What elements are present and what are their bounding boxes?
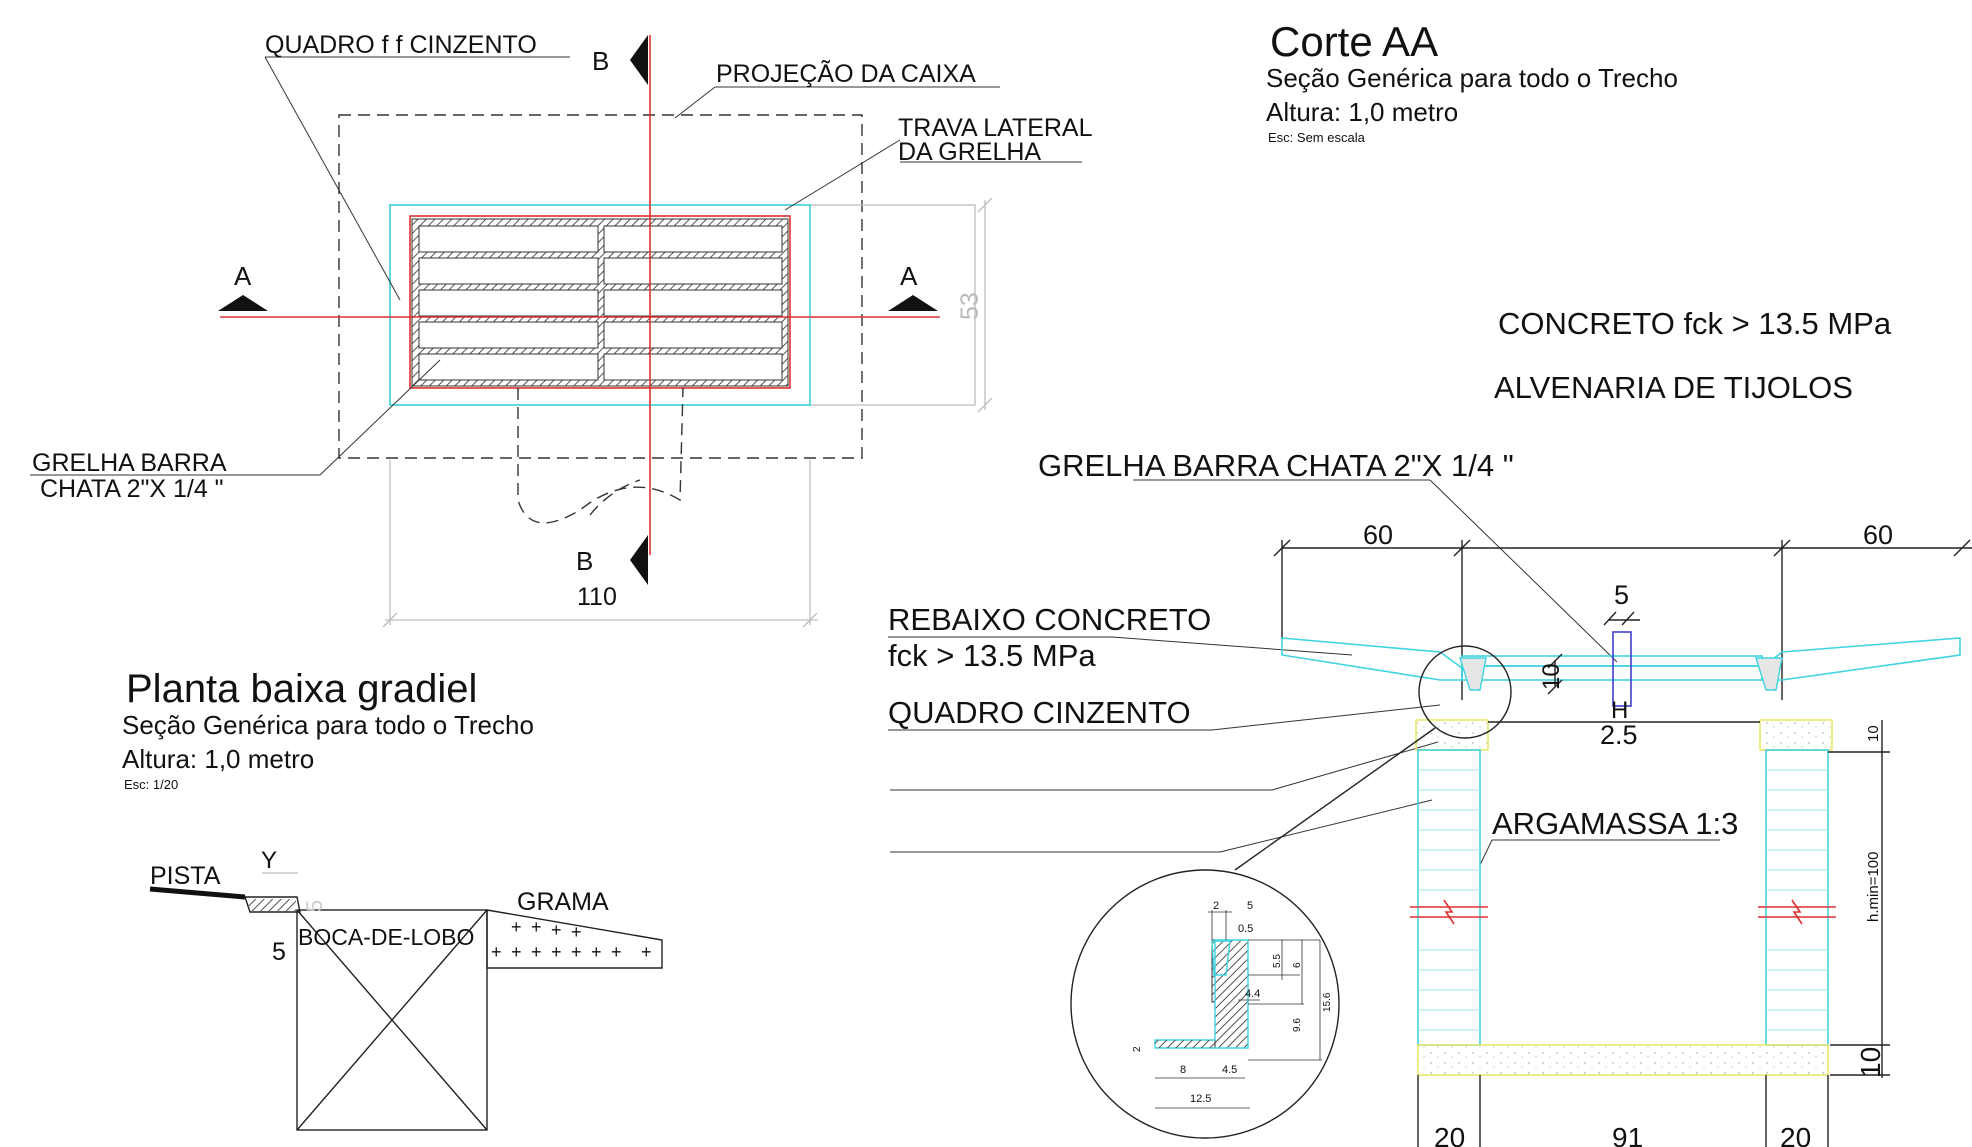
svg-text:+: + bbox=[551, 920, 562, 940]
dim-h: H bbox=[1611, 697, 1628, 724]
zoom-d15-6: 15.6 bbox=[1322, 992, 1333, 1012]
svg-text:+: + bbox=[511, 917, 522, 937]
dim-20-right: 20 bbox=[1780, 1122, 1811, 1147]
zoom-d6: 6 bbox=[1292, 962, 1303, 968]
label-projecao: PROJEÇÃO DA CAIXA bbox=[716, 59, 976, 88]
dim-20-left: 20 bbox=[1434, 1122, 1465, 1147]
dim-10-top: 10 bbox=[1865, 725, 1882, 742]
label-trava-1: TRAVA LATERAL bbox=[898, 114, 1093, 142]
grate-bar bbox=[1612, 631, 1632, 707]
svg-text:+: + bbox=[551, 942, 562, 962]
label-grelha-section: GRELHA BARRA CHATA 2"X 1/4 " bbox=[1038, 448, 1514, 483]
dim-2-5: 2.5 bbox=[1600, 720, 1638, 750]
dim-60-right: 60 bbox=[1863, 520, 1893, 550]
svg-text:+: + bbox=[571, 942, 582, 962]
section-marker-a-left bbox=[218, 295, 268, 311]
label-rebaixo-2: fck > 13.5 MPa bbox=[888, 638, 1096, 673]
svg-text:+: + bbox=[511, 942, 522, 962]
zoom-d5-5: 5.5 bbox=[1272, 954, 1283, 968]
label-argamassa: ARGAMASSA 1:3 bbox=[1492, 806, 1738, 841]
plan-dim-height: 53 bbox=[956, 292, 984, 320]
plan-scale: Esc: 1/20 bbox=[124, 777, 178, 792]
label-quadro-cinzento: QUADRO CINZENTO bbox=[888, 695, 1191, 730]
section-subtitle: Seção Genérica para todo o Trecho bbox=[1266, 63, 1678, 93]
cyan-frame bbox=[389, 204, 811, 406]
label-grama: GRAMA bbox=[517, 888, 609, 916]
label-grelha-2: CHATA 2"X 1/4 " bbox=[40, 475, 224, 503]
dim-5: 5 bbox=[272, 938, 286, 966]
section-title: Corte AA bbox=[1270, 18, 1438, 65]
box-projection bbox=[338, 114, 863, 459]
boca-de-lobo-detail: ++++ ++++ ++++ bbox=[149, 872, 663, 1131]
detail-circle-zoom bbox=[1070, 869, 1340, 1139]
zoom-d0-5: 0.5 bbox=[1238, 923, 1253, 935]
svg-text:+: + bbox=[571, 922, 582, 942]
boca-de-lobo-box bbox=[296, 909, 488, 1131]
zoom-d2: 2 bbox=[1213, 900, 1219, 912]
dim-60-left: 60 bbox=[1363, 520, 1393, 550]
dim-y-5: 5 bbox=[302, 900, 327, 912]
svg-text:+: + bbox=[611, 942, 622, 962]
base-slab bbox=[1417, 1044, 1829, 1076]
label-pista: PISTA bbox=[150, 862, 221, 890]
plan-height: Altura: 1,0 metro bbox=[122, 744, 314, 774]
section-marker-b-bottom bbox=[630, 535, 648, 585]
svg-text:+: + bbox=[491, 942, 502, 962]
dim-10-grate: 10 bbox=[1538, 663, 1565, 690]
zoom-d12-5: 12.5 bbox=[1190, 1093, 1211, 1105]
grate bbox=[411, 218, 789, 387]
dim-10-bottom: 10 bbox=[1855, 1047, 1886, 1078]
svg-text:+: + bbox=[591, 942, 602, 962]
section-b-bottom: B bbox=[576, 546, 593, 576]
zoom-d9-6: 9.6 bbox=[1292, 1018, 1303, 1032]
zoom-d4-5: 4.5 bbox=[1222, 1064, 1237, 1076]
zoom-d8: 8 bbox=[1180, 1064, 1186, 1076]
label-y: Y bbox=[261, 847, 277, 874]
label-grelha-1: GRELHA BARRA bbox=[32, 449, 227, 477]
grass-area bbox=[486, 909, 663, 969]
label-quadro-ff: QUADRO f f CINZENTO bbox=[265, 31, 537, 59]
plan-title: Planta baixa gradiel bbox=[126, 667, 477, 711]
svg-text:+: + bbox=[641, 942, 652, 962]
plan-view bbox=[30, 35, 1082, 628]
section-marker-b-top bbox=[630, 35, 648, 85]
svg-text:+: + bbox=[531, 942, 542, 962]
svg-text:+: + bbox=[531, 917, 542, 937]
label-boca: BOCA-DE-LOBO bbox=[298, 924, 474, 950]
label-concreto: CONCRETO fck > 13.5 MPa bbox=[1498, 306, 1892, 341]
section-drawing bbox=[888, 479, 1972, 1147]
plan-dim-width: 110 bbox=[577, 583, 617, 611]
grass-pattern: ++++ ++++ ++++ bbox=[491, 917, 652, 962]
zoom-d2b: 2 bbox=[1132, 1046, 1143, 1052]
pipe-outline bbox=[517, 387, 684, 524]
label-trava-2: DA GRELHA bbox=[898, 138, 1041, 166]
red-frame bbox=[409, 215, 791, 389]
section-height: Altura: 1,0 metro bbox=[1266, 97, 1458, 127]
dim-91: 91 bbox=[1612, 1122, 1643, 1147]
section-scale: Esc: Sem escala bbox=[1268, 130, 1366, 145]
plan-subtitle: Seção Genérica para todo o Trecho bbox=[122, 710, 534, 740]
brick-wall-right bbox=[1765, 749, 1829, 1046]
dim-hmin: h.min=100 bbox=[1865, 852, 1882, 922]
section-b-top: B bbox=[592, 46, 609, 76]
label-rebaixo-1: REBAIXO CONCRETO bbox=[888, 602, 1211, 637]
brick-wall-left bbox=[1417, 749, 1481, 1046]
section-marker-a-right bbox=[888, 295, 938, 311]
label-alvenaria: ALVENARIA DE TIJOLOS bbox=[1494, 370, 1853, 405]
dim-5-grate: 5 bbox=[1614, 580, 1629, 610]
detail-circle-small bbox=[1418, 645, 1512, 739]
zoom-d5: 5 bbox=[1247, 900, 1253, 912]
zoom-d4-4: 4.4 bbox=[1245, 988, 1260, 1000]
section-a-left: A bbox=[234, 261, 252, 291]
section-a-right: A bbox=[900, 261, 918, 291]
